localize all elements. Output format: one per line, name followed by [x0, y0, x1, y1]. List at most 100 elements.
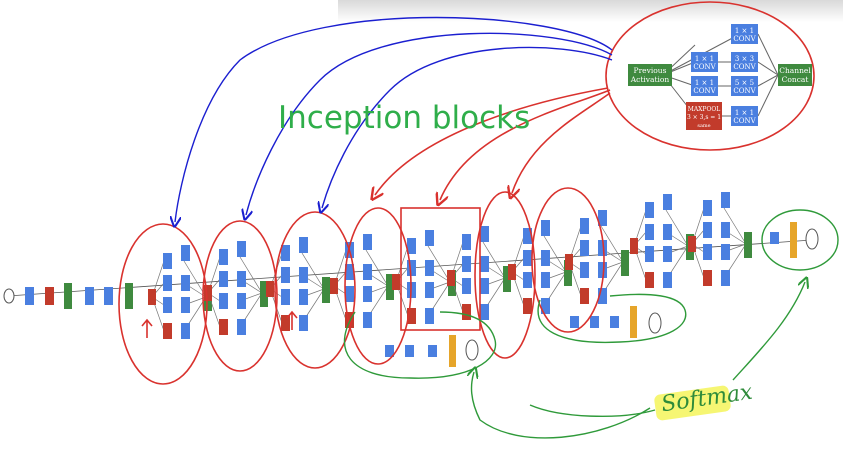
- module-conv-block: [407, 260, 416, 276]
- channel-concat-label: Concat: [782, 75, 809, 84]
- module-pool-block: [703, 270, 712, 286]
- maxpool-params-label: 3 × 3,s = 1: [687, 114, 721, 121]
- module-conv-block: [721, 192, 730, 208]
- conv-op-label: CONV: [733, 87, 756, 95]
- module-conv-block: [721, 222, 730, 238]
- inception-blocks-label: Inception blocks: [278, 100, 531, 136]
- stem-pool-block: [45, 287, 54, 305]
- module-concat-block: [564, 260, 572, 286]
- conv-op-label: CONV: [733, 35, 756, 43]
- blue-arrow-link: [322, 46, 613, 208]
- module-pool-block: [266, 281, 274, 297]
- module-pool-block: [565, 254, 573, 270]
- module-conv-block: [345, 286, 354, 302]
- channel-concat-block: [778, 64, 812, 86]
- module-pool-block: [204, 285, 212, 301]
- conv-size-label: 1 × 1: [735, 27, 754, 35]
- module-conv-block: [163, 253, 172, 269]
- module-conv-block: [645, 224, 654, 240]
- module-conv-block: [663, 194, 672, 210]
- module-conv-block: [703, 222, 712, 238]
- module-edge: [365, 249, 389, 287]
- module-pool-block: [688, 236, 696, 252]
- module-concat-block: [503, 266, 511, 292]
- green-loop-aux-1: [343, 311, 497, 379]
- module-conv-block: [237, 271, 246, 287]
- module-conv-block: [425, 230, 434, 246]
- module-conv-block: [219, 249, 228, 265]
- maxpool-block: [686, 102, 722, 130]
- red-circle-block-4: [344, 207, 412, 365]
- module-pool-block: [508, 264, 516, 280]
- module-pool-block: [523, 298, 532, 314]
- module-conv-block: [523, 272, 532, 288]
- red-annotations: [118, 1, 815, 385]
- aux-conv-block: [405, 345, 414, 357]
- module-edge: [482, 241, 506, 279]
- aux-conv-block: [610, 316, 619, 328]
- red-arrow-link: [512, 92, 611, 193]
- stem-conv-block: [85, 287, 94, 305]
- aux-conv-block: [385, 345, 394, 357]
- blue-arrow-link: [175, 16, 613, 223]
- module-pool-block: [462, 304, 471, 320]
- previous-activation-label: Previous: [634, 66, 667, 75]
- module-pool-block: [148, 289, 156, 305]
- module-conv-block: [541, 272, 550, 288]
- aux-output-node: [465, 339, 479, 361]
- red-circle-block-3: [274, 211, 356, 369]
- maxpool-label: MAXPOOL: [688, 106, 721, 113]
- module-conv-block: [703, 244, 712, 260]
- module-conv-block: [237, 319, 246, 335]
- conv-size-label: 1 × 1: [695, 55, 714, 63]
- module-conv-block: [299, 237, 308, 253]
- module-conv-block: [645, 246, 654, 262]
- module-pool-block: [645, 272, 654, 288]
- conv-1x1-block: [731, 106, 758, 126]
- module-conv-block: [163, 297, 172, 313]
- stem-layers: [3, 283, 133, 309]
- module-edge: [723, 207, 747, 245]
- head-softmax-block: [790, 222, 797, 258]
- module-conv-block: [299, 315, 308, 331]
- aux-softmax-block: [630, 306, 637, 338]
- module-conv-block: [345, 264, 354, 280]
- module-conv-block: [541, 220, 550, 236]
- aux-output-node: [648, 312, 662, 334]
- aux-conv-block: [570, 316, 579, 328]
- module-edge: [665, 209, 689, 247]
- module-pool-block: [407, 308, 416, 324]
- previous-activation-label: Activation: [630, 75, 670, 84]
- module-conv-block: [407, 238, 416, 254]
- module-conv-block: [181, 275, 190, 291]
- module-conv-block: [219, 271, 228, 287]
- previous-activation-block: [628, 64, 672, 86]
- red-arrow-link: [375, 87, 609, 195]
- output-node: [805, 228, 819, 250]
- aux-classifier-1: [385, 335, 479, 367]
- module-conv-block: [598, 262, 607, 278]
- module-conv-block: [281, 289, 290, 305]
- module-pool-block: [392, 274, 400, 290]
- conv-size-label: 1 × 1: [695, 79, 714, 87]
- module-conv-block: [480, 278, 489, 294]
- module-conv-block: [721, 270, 730, 286]
- conv-3x3-block: [731, 52, 758, 72]
- module-conv-block: [523, 250, 532, 266]
- module-conv-block: [281, 245, 290, 261]
- module-pool-block: [330, 278, 338, 294]
- module-conv-block: [663, 272, 672, 288]
- module-conv-block: [598, 288, 607, 304]
- module-conv-block: [163, 275, 172, 291]
- maxpool-padding-label: same: [697, 123, 710, 129]
- module-conv-block: [299, 289, 308, 305]
- module-concat-block: [386, 274, 394, 300]
- conv-1x1-block: [691, 76, 718, 96]
- conv-op-label: CONV: [693, 87, 716, 95]
- module-conv-block: [425, 260, 434, 276]
- network-head: [770, 222, 819, 258]
- module-conv-block: [281, 267, 290, 283]
- module-pool-block: [630, 238, 638, 254]
- module-conv-block: [462, 256, 471, 272]
- blue-annotations: [175, 16, 613, 223]
